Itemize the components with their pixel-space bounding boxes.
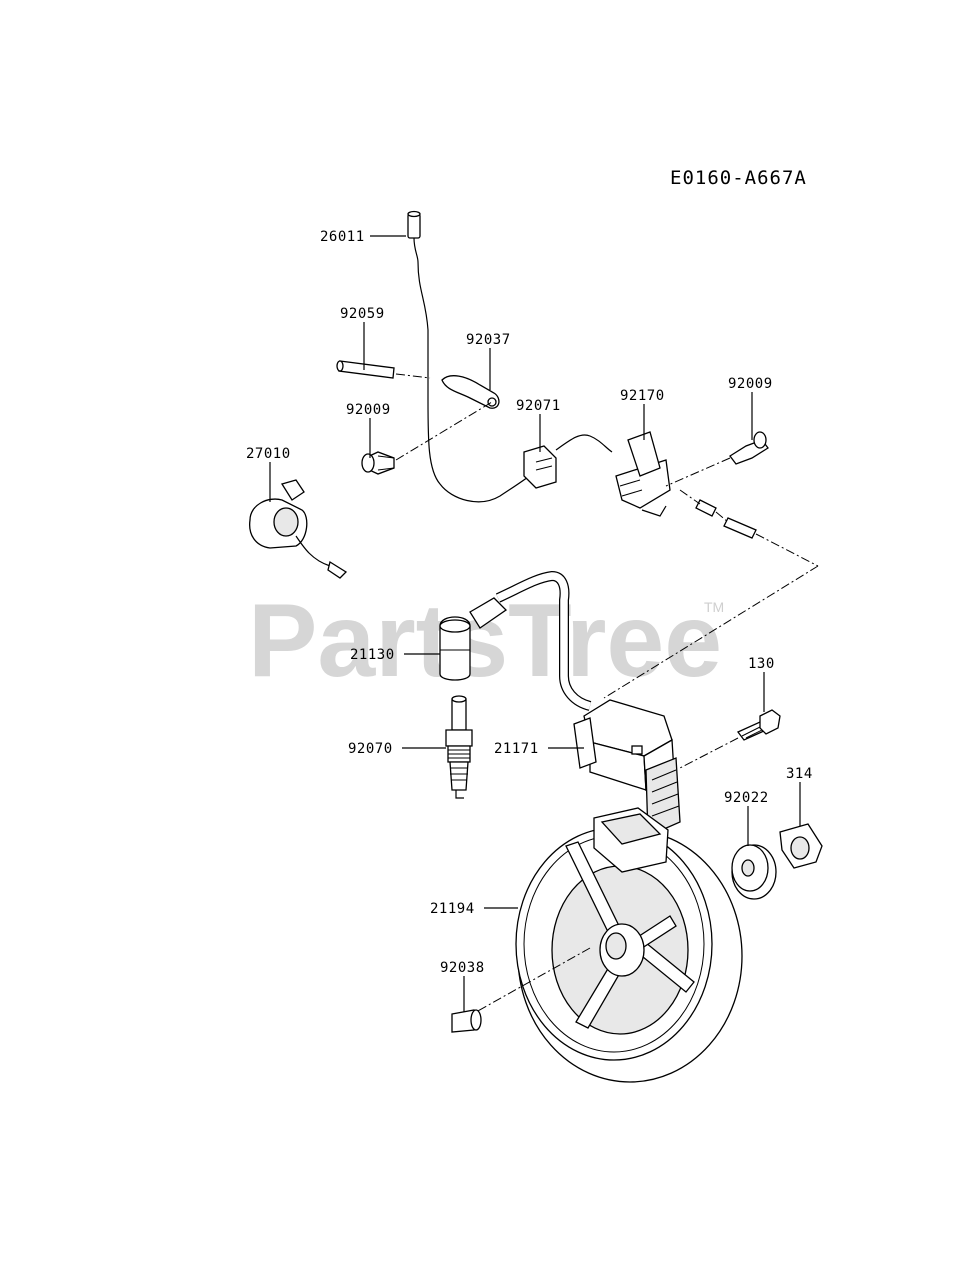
part-label-26011: 26011: [320, 229, 365, 245]
part-label-130: 130: [748, 656, 775, 672]
washer-92022: [731, 844, 777, 900]
ignition-coil-21171: [573, 699, 681, 837]
watermark-trademark: TM: [704, 599, 724, 615]
terminal-26011: [407, 210, 541, 503]
sensor-27010: [249, 479, 348, 579]
part-label-92059: 92059: [340, 306, 385, 322]
tube-92059: [336, 360, 431, 379]
bolt-130: [679, 709, 781, 769]
connector: [603, 489, 819, 699]
part-label-27010: 27010: [246, 446, 291, 462]
part-label-92038: 92038: [440, 960, 485, 976]
ignition-lead-21130: [439, 570, 592, 711]
bracket-92170: [615, 431, 671, 517]
spark-plug-92070: [445, 695, 473, 799]
key-92038: [451, 1009, 482, 1033]
part-label-92170: 92170: [620, 388, 665, 404]
part-label-21130: 21130: [350, 647, 395, 663]
part-label-92009-left: 92009: [346, 402, 391, 418]
flywheel-21194: [475, 807, 743, 1083]
part-label-21194: 21194: [430, 901, 475, 917]
part-label-92022: 92022: [724, 790, 769, 806]
part-label-314: 314: [786, 766, 813, 782]
watermark: PartsTree: [248, 583, 722, 699]
callout-leaders: [269, 235, 801, 1012]
screw-92009-right: [665, 431, 769, 487]
clamp-92037: [441, 375, 500, 409]
part-label-92037: 92037: [466, 332, 511, 348]
nut-314: [779, 823, 823, 869]
part-label-92070: 92070: [348, 741, 393, 757]
part-label-21171: 21171: [494, 741, 539, 757]
diagram-code: E0160-A667A: [670, 167, 807, 189]
screw-92009-left: [361, 401, 493, 475]
part-label-92071: 92071: [516, 398, 561, 414]
part-label-92009-right: 92009: [728, 376, 773, 392]
grommet-92071: [523, 434, 613, 489]
